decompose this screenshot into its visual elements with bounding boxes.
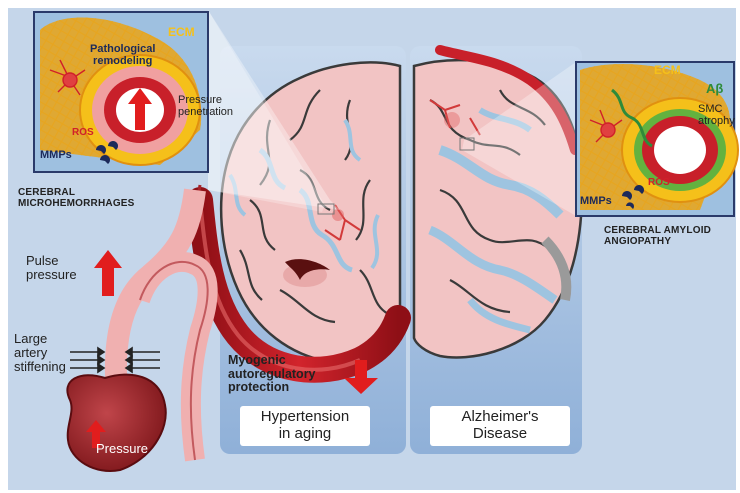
pressure-penetration-label: Pressure penetration xyxy=(178,95,233,119)
pathological-remodeling-label: Pathological remodeling xyxy=(90,44,155,68)
left-ecm-label: ECM xyxy=(168,26,195,39)
cerebral-amyloid-angiopathy-label: CEREBRAL AMYLOID ANGIOPATHY xyxy=(604,226,711,248)
large-artery-stiffening-label: Large artery stiffening xyxy=(14,332,66,374)
hypertension-in-aging-box: Hypertension in aging xyxy=(240,406,370,446)
heart-pressure-label: Pressure xyxy=(96,442,148,456)
right-ecm-label: ECM xyxy=(654,64,681,77)
abeta-label: Aβ xyxy=(706,82,723,96)
alzheimers-disease-box: Alzheimer's Disease xyxy=(430,406,570,446)
pulse-pressure-label: Pulse pressure xyxy=(26,254,77,282)
smc-atrophy-label: SMC atrophy xyxy=(698,104,735,128)
cerebral-microhemorrhages-label: CEREBRAL MICROHEMORRHAGES xyxy=(18,188,135,210)
myogenic-protection-label: Myogenic autoregulatory protection xyxy=(228,354,316,395)
left-mmps-label: MMPs xyxy=(40,150,72,162)
left-ros-label: ROS xyxy=(72,128,94,139)
right-mmps-label: MMPs xyxy=(580,196,612,208)
right-ros-label: ROS xyxy=(648,178,670,189)
